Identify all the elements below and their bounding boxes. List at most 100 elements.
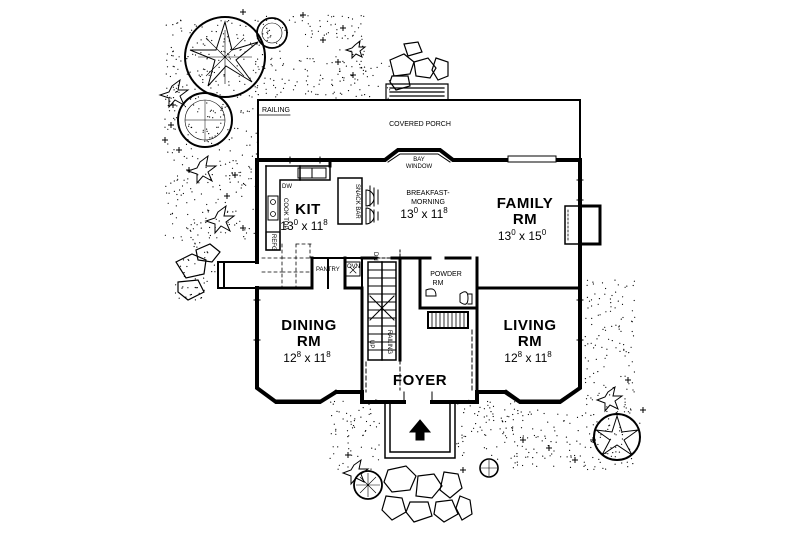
stipple-dot: [181, 239, 183, 241]
stipple-dot: [339, 68, 341, 70]
room-breakfast-name-1: BREAKFAST-: [406, 190, 450, 197]
stipple-dot: [252, 69, 254, 71]
stipple-dot: [231, 137, 233, 139]
stipple-dot: [360, 35, 363, 37]
stipple-dot: [267, 37, 269, 39]
stipple-dot: [186, 265, 188, 268]
stipple-dot: [493, 419, 495, 422]
stipple-dot: [492, 413, 494, 415]
room-powder-name-1: POWDER: [430, 271, 462, 278]
stipple-dot: [584, 345, 586, 347]
stipple-dot: [576, 416, 579, 418]
stipple-dot: [337, 468, 339, 470]
stipple-dot: [231, 172, 233, 174]
pantry-walls: [311, 257, 346, 289]
stipple-dot: [229, 58, 231, 60]
stipple-dot: [255, 63, 257, 65]
stipple-dot: [181, 185, 184, 187]
stipple-dot: [210, 109, 212, 111]
stipple-dot: [461, 437, 463, 439]
stipple-dot: [554, 430, 556, 432]
stipple-dot: [183, 179, 185, 181]
stipple-dot: [370, 413, 372, 415]
stipple-dot: [511, 429, 514, 432]
refrigerator-icon: [265, 231, 281, 251]
stipple-dot: [169, 100, 171, 102]
stipple-dot: [341, 15, 343, 17]
stipple-dot: [173, 128, 175, 130]
stipple-dot: [298, 60, 300, 62]
stipple-dot: [587, 307, 589, 309]
stipple-dot: [190, 236, 192, 239]
stipple-dot: [586, 296, 589, 298]
stipple-dot: [208, 237, 210, 239]
stipple-dot: [306, 70, 308, 72]
stipple-dot: [631, 361, 633, 363]
stipple-dot: [215, 31, 217, 33]
stipple-dot: [172, 34, 174, 36]
stipple-dot: [589, 433, 591, 435]
stipple-dot: [489, 407, 491, 409]
stipple-dot: [587, 343, 589, 345]
stipple-dot: [490, 411, 492, 413]
label-oven: OVN: [347, 264, 360, 270]
stipple-dot: [332, 93, 334, 95]
stipple-dot: [335, 56, 337, 58]
stipple-dot: [251, 155, 253, 157]
stipple-dot: [603, 366, 605, 368]
stipple-dot: [605, 468, 607, 470]
stipple-dot: [622, 296, 624, 298]
stipple-dot: [206, 203, 208, 206]
stipple-dot: [520, 411, 522, 413]
stipple-dot: [198, 74, 200, 76]
stipple-dot: [389, 89, 391, 91]
stipple-dot: [226, 211, 229, 213]
stipple-dot: [172, 237, 175, 239]
stipple-dot: [376, 66, 378, 68]
stipple-dot: [176, 175, 179, 177]
stipple-dot: [343, 77, 345, 79]
stipple-dot: [606, 410, 608, 413]
stipple-dot: [180, 60, 182, 62]
stipple-dot: [206, 58, 208, 60]
stipple-dot: [228, 81, 230, 83]
stipple-dot: [352, 53, 354, 56]
label-railing-top: RAILING: [262, 107, 290, 114]
stipple-dot: [187, 258, 189, 261]
dining-bay-window: [258, 387, 337, 401]
stipple-dot: [346, 420, 348, 422]
stipple-dot: [270, 35, 272, 37]
stipple-dot: [330, 24, 332, 26]
stipple-dot: [624, 286, 626, 288]
stipple-dot: [485, 434, 487, 436]
label-bay-window-1: BAY: [413, 157, 425, 163]
stipple-dot: [204, 44, 206, 46]
stipple-dot: [377, 459, 380, 461]
stipple-dot: [164, 118, 166, 120]
stipple-dot: [186, 157, 188, 159]
stipple-dot: [248, 95, 250, 97]
stipple-dot: [198, 108, 200, 110]
stipple-dot: [317, 30, 319, 32]
stipple-dot: [457, 442, 459, 444]
stipple-dot: [238, 171, 240, 174]
stipple-dot: [266, 19, 268, 21]
stipple-dot: [570, 456, 572, 458]
stipple-dot: [319, 79, 321, 81]
stipple-dot: [615, 291, 617, 293]
stipple-dot: [356, 60, 358, 62]
stipple-dot: [188, 125, 190, 127]
stipple-dot: [256, 87, 258, 89]
stipple-dot: [241, 154, 243, 156]
stipple-dot: [585, 398, 588, 400]
stipple-dot: [249, 167, 251, 169]
stipple-dot: [195, 25, 197, 27]
stipple-dot: [463, 412, 465, 414]
stipple-dot: [282, 87, 285, 89]
stipple-dot: [569, 443, 571, 445]
stipple-dot: [194, 299, 196, 301]
stipple-dot: [528, 451, 530, 454]
stipple-dot: [484, 434, 486, 436]
stipple-dot: [232, 160, 234, 162]
stipple-dot: [170, 182, 172, 184]
